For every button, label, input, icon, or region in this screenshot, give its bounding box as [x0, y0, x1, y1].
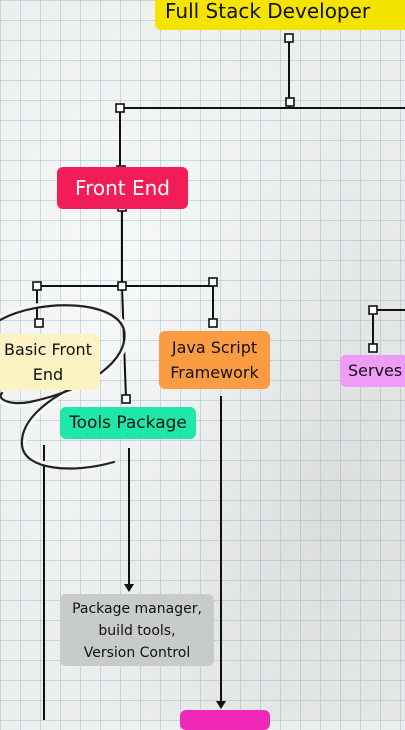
- node-basic-front-end[interactable]: Basic Front End: [0, 334, 100, 390]
- node-label: Front End: [75, 176, 170, 200]
- node-label-line2: build tools,: [98, 623, 176, 639]
- connector-handle: [32, 281, 42, 291]
- connector-handle: [208, 318, 218, 328]
- connector-handle: [284, 33, 294, 43]
- connector-handle: [34, 318, 44, 328]
- node-serves[interactable]: Serves: [340, 355, 405, 387]
- connector-handle: [121, 394, 131, 404]
- node-tools-package[interactable]: Tools Package: [60, 407, 196, 439]
- node-javascript-framework[interactable]: Java Script Framework: [159, 331, 270, 389]
- node-label: Serves: [348, 361, 403, 380]
- connector-handle: [117, 281, 127, 291]
- node-front-end[interactable]: Front End: [57, 167, 188, 209]
- node-label-line2: End: [32, 365, 64, 384]
- node-label-line2: Framework: [170, 363, 259, 382]
- connector-handle: [208, 277, 218, 287]
- node-partial-bottom[interactable]: [180, 710, 270, 730]
- node-label: Tools Package: [69, 413, 187, 433]
- arrowhead: [216, 701, 226, 709]
- node-label-line1: Basic Front: [4, 340, 92, 359]
- node-label-line1: Java Script: [171, 338, 258, 357]
- connector-handle: [285, 97, 295, 107]
- connector-handle: [368, 343, 378, 353]
- arrowhead: [124, 584, 134, 592]
- connector-handle: [368, 305, 378, 315]
- node-label-line1: Package manager,: [72, 601, 202, 617]
- scribble-loop: [0, 304, 126, 470]
- node-label: Full Stack Developer: [165, 0, 371, 23]
- connector-handle: [115, 103, 125, 113]
- scribble-loop: [0, 300, 130, 470]
- node-package-manager[interactable]: Package manager, build tools, Version Co…: [60, 594, 214, 666]
- node-full-stack[interactable]: Full Stack Developer: [155, 0, 405, 30]
- node-label-line3: Version Control: [83, 645, 191, 661]
